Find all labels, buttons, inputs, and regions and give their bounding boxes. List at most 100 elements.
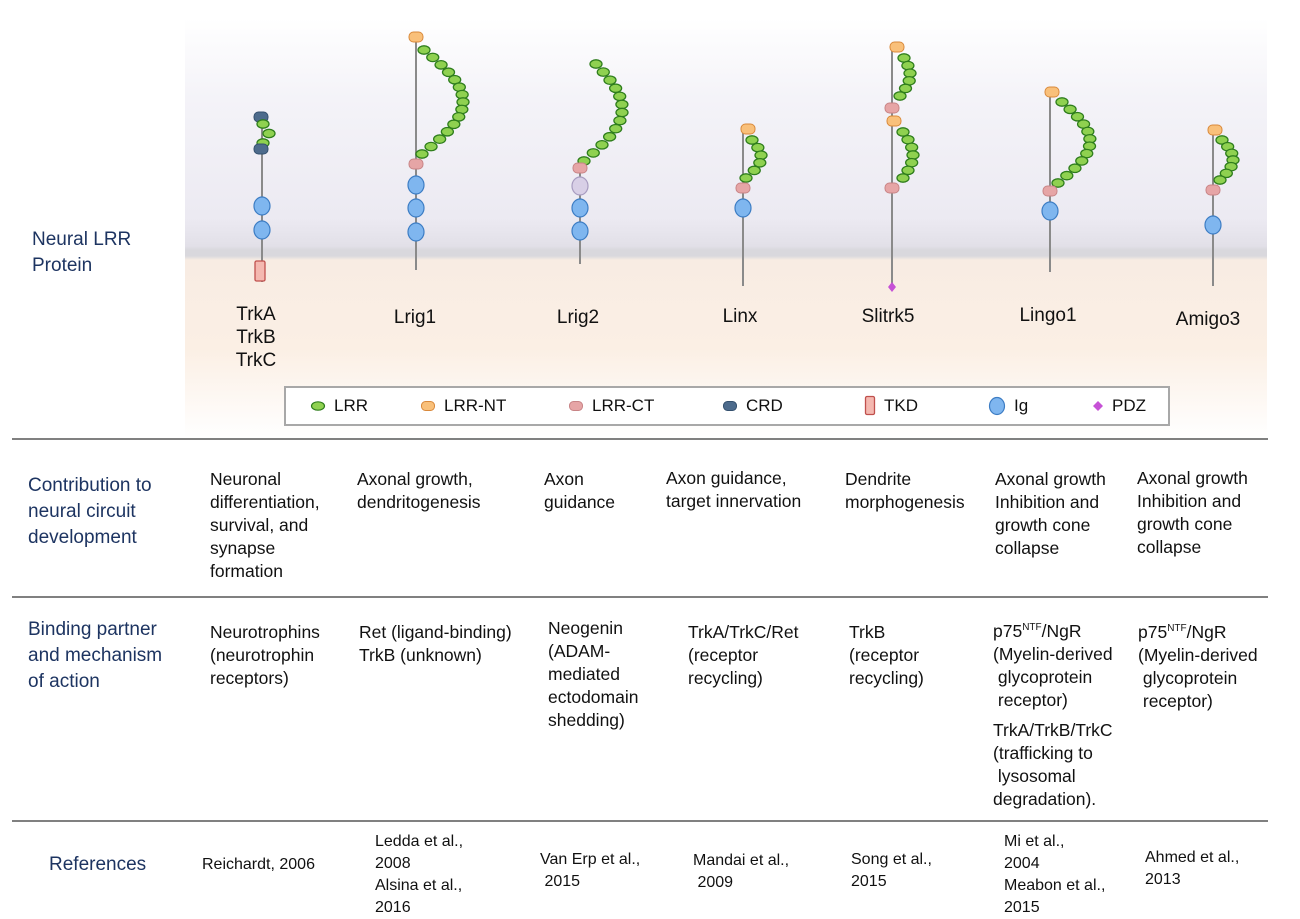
lrr-domain <box>432 134 447 144</box>
lrr-domain <box>896 127 910 137</box>
protein-name-amigo3: Amigo3 <box>1175 309 1241 330</box>
cell-line: mediated <box>548 664 620 684</box>
cell-line: synapse <box>210 538 276 558</box>
lrr-nt-domain <box>1207 124 1223 136</box>
protein-name-lingo1: Lingo1 <box>1019 305 1077 326</box>
reference-cell-lingo1: Mi et al., 2004 Meabon et al., 2015 <box>1004 831 1105 919</box>
text-p75: p75 <box>1138 622 1168 642</box>
cell-line: survival, and <box>210 515 309 535</box>
lrr-domain <box>424 141 438 152</box>
cell-line: recycling) <box>849 668 924 688</box>
binding-cell-trk: Neurotrophins (neurotrophin receptors) <box>210 621 320 690</box>
lrr-domain <box>1219 168 1233 179</box>
lrr-domain <box>747 165 761 176</box>
lrr-domain <box>589 59 603 69</box>
lrr-nt-icon <box>421 401 435 411</box>
cell-line: Axon <box>544 469 584 489</box>
lrr-ct-domain <box>735 182 751 194</box>
cell-line: (trafficking to <box>993 743 1093 763</box>
ig-domain <box>253 220 271 240</box>
cell-line: TrkA/TrkC/Ret <box>688 622 799 642</box>
lrr-domain <box>447 119 461 130</box>
lrr-domain <box>441 67 456 78</box>
cell-line: (ADAM- <box>548 641 611 661</box>
lrr-domain <box>753 157 767 168</box>
lrr-nt-domain <box>886 115 902 127</box>
cell-line: Inhibition and <box>995 492 1100 512</box>
lrr-ct-domain <box>884 182 900 194</box>
legend-label: LRR-NT <box>444 396 507 415</box>
reference-line: Van Erp et al., <box>540 851 641 868</box>
reference-cell-slitrk5: Song et al., 2015 <box>851 849 932 893</box>
cell-line: glycoprotein <box>1138 668 1238 688</box>
cell-line: dendritogenesis <box>357 492 481 512</box>
reference-line: Reichardt, 2006 <box>202 856 315 873</box>
reference-cell-trk: Reichardt, 2006 <box>202 854 315 876</box>
cell-line: Axonal growth <box>995 469 1106 489</box>
binding-cell-linx: TrkA/TrkC/Ret (receptor recycling) <box>688 621 799 690</box>
binding-cell-slitrk5: TrkB (receptor recycling) <box>849 621 924 690</box>
text-ngr: /NgR <box>1186 622 1227 642</box>
reference-line: 2015 <box>1004 899 1040 916</box>
legend-item-lrr-ct: LRR-CT <box>568 388 654 424</box>
cell-line: TrkB (unknown) <box>359 645 482 665</box>
cell-line: Ret (ligand-binding) <box>359 622 512 642</box>
lrr-domain <box>434 60 448 70</box>
row-title-binding-line: and mechanism <box>28 645 163 666</box>
protein-name-line: TrkB <box>236 327 276 348</box>
contribution-cell-lrig1: Axonal growth, dendritogenesis <box>357 468 481 514</box>
reference-cell-amigo3: Ahmed et al., 2013 <box>1145 847 1239 891</box>
contribution-cell-slitrk5: Dendrite morphogenesis <box>845 468 965 514</box>
protein-name-lrig2: Lrig2 <box>556 307 600 328</box>
legend-item-crd: CRD <box>722 388 783 424</box>
lrr-ct-domain <box>408 158 424 170</box>
lrr-domain <box>256 119 270 129</box>
lrr-domain <box>262 128 276 139</box>
lrr-domain <box>1075 156 1089 166</box>
reference-line: Alsina et al., <box>375 877 463 894</box>
lrr-domain <box>1213 175 1227 185</box>
cell-line: collapse <box>995 538 1060 558</box>
reference-line: 2009 <box>693 874 734 891</box>
binding-cell-lrig1: Ret (ligand-binding) TrkB (unknown) <box>359 621 512 667</box>
lrr-domain <box>415 149 429 159</box>
membrane-background <box>185 18 1267 438</box>
protein-name-line: TrkC <box>235 350 277 371</box>
lrr-domain <box>609 123 623 134</box>
lrr-domain <box>586 148 600 158</box>
row-title-contribution-line: Contribution to <box>28 475 152 496</box>
lrr-domain <box>615 99 629 110</box>
reference-line: 2004 <box>1004 855 1040 872</box>
lrr-domain <box>608 83 623 94</box>
lrr-icon <box>310 401 326 411</box>
lrr-domain <box>901 165 915 176</box>
lrr-domain <box>613 91 627 102</box>
lrr-domain <box>613 115 627 126</box>
ig-domain <box>1041 201 1059 221</box>
cell-line: degradation). <box>993 789 1097 809</box>
cell-line: growth cone <box>1137 514 1233 534</box>
reference-line: Meabon et al., <box>1004 877 1106 894</box>
protein-name-trk: TrkA TrkB TrkC <box>236 303 276 372</box>
reference-line: 2015 <box>851 873 887 890</box>
cell-line: glycoprotein <box>993 667 1093 687</box>
text-p75: p75 <box>993 621 1023 641</box>
cell-line: collapse <box>1137 537 1202 557</box>
reference-cell-lrig1: Ledda et al., 2008 Alsina et al., 2016 <box>375 831 463 919</box>
ig-domain <box>407 198 425 218</box>
reference-line: Mandai et al., <box>693 852 790 869</box>
lrr-nt-domain <box>1044 86 1060 98</box>
lrr-ct-domain <box>884 102 900 114</box>
ig-domain <box>407 175 425 195</box>
tkd-domain <box>254 260 266 282</box>
cell-line: (Myelin-derived <box>993 644 1113 664</box>
cell-line: differentiation, <box>210 492 320 512</box>
lrr-domain <box>615 107 629 118</box>
contribution-cell-lrig2: Axon guidance <box>544 468 615 514</box>
legend-item-tkd: TKD <box>864 388 918 424</box>
protein-name-linx: Linx <box>722 306 758 327</box>
legend-label: LRR-CT <box>592 396 655 415</box>
cell-line: ectodomain <box>548 687 639 707</box>
row-title-protein-line: Protein <box>32 255 93 276</box>
cell-line: Axonal growth <box>1137 468 1248 488</box>
